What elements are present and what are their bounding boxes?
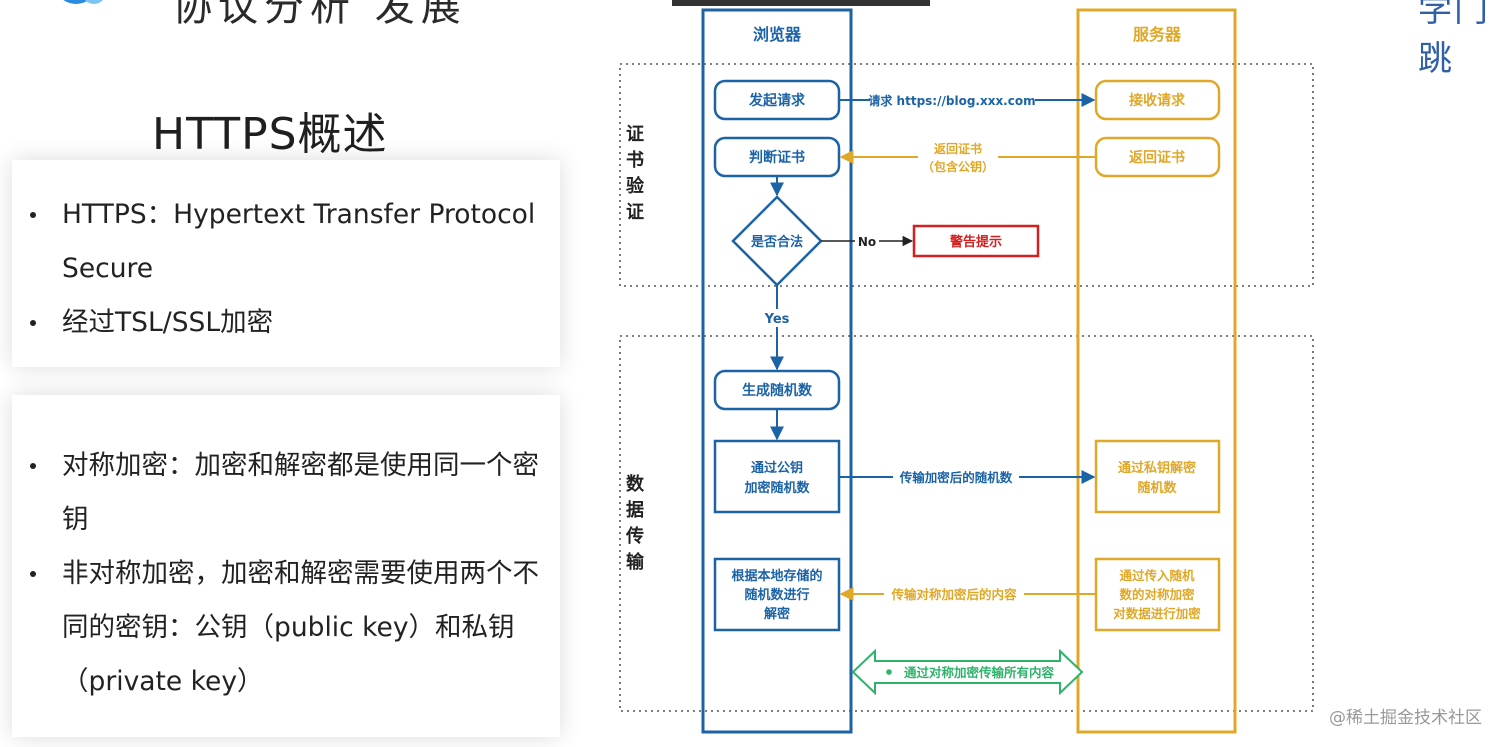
top-divider: [672, 0, 930, 6]
cert-section-label-4: 证: [626, 202, 644, 223]
node-decrypt-random: [1094, 439, 1221, 514]
edge-no-label-bg: [855, 233, 879, 249]
browser-lane: [701, 8, 853, 734]
node-judge-cert-label: 判断证书: [749, 149, 805, 166]
bullet-asymmetric: 非对称加密，加密和解密需要使用两个不同的密钥：公钥（public key）和私钥…: [30, 547, 546, 709]
node-encrypt-data-line3: 对数据进行加密: [1113, 606, 1201, 621]
node-decrypt-random-line2: 随机数: [1137, 480, 1177, 496]
node-decrypt-content-line3: 解密: [763, 606, 790, 622]
edge-return-cert-label-2: （包含公钥）: [922, 159, 994, 174]
edge-send-encrypted-random-label-bg: [893, 468, 1019, 486]
edge-return-cert-label-bg: [918, 140, 998, 176]
corner-title-fragment: 学门跳: [1418, 0, 1490, 79]
bullet-https-definition: HTTPS：Hypertext Transfer Protocol Secure: [30, 188, 546, 296]
node-encrypt-data-line2: 数的对称加密: [1118, 587, 1195, 602]
node-decrypt-content-line1: 根据本地存储的: [731, 568, 822, 584]
edge-yes-label: Yes: [764, 312, 790, 327]
https-definition-card: HTTPS：Hypertext Transfer Protocol Secure…: [12, 160, 560, 367]
watermark: @稀土掘金技术社区: [1329, 708, 1482, 728]
edge-no-label: No: [858, 235, 876, 249]
edge-yes-label-bg: [760, 309, 794, 327]
node-encrypt-random-line1: 通过公钥: [751, 460, 803, 476]
cert-section-box: [619, 63, 1314, 287]
node-is-valid-label: 是否合法: [750, 234, 803, 250]
cert-section-label-2: 书: [626, 150, 644, 171]
edge-send-encrypted-random-label: 传输加密后的随机数: [899, 470, 1013, 485]
bullet-tls-ssl: 经过TSL/SSL加密: [30, 296, 546, 350]
data-section-label-3: 传: [625, 525, 644, 547]
server-lane: [1076, 8, 1237, 734]
node-warning: [912, 224, 1040, 258]
server-lane-title: 服务器: [1133, 25, 1182, 44]
node-receive-request: [1094, 79, 1221, 121]
node-return-cert-label: 返回证书: [1129, 149, 1185, 166]
slide-title-fragment: 协议分析 发展: [172, 0, 467, 30]
data-section-label-4: 输: [626, 551, 645, 573]
node-receive-request-label: 接收请求: [1129, 92, 1186, 109]
edge-send-encrypted-content-label: 传输对称加密后的内容: [890, 587, 1017, 602]
data-section-label-1: 数: [626, 473, 645, 495]
logo-icon: [63, 0, 103, 4]
bullet-symmetric: 对称加密：加密和解密都是使用同一个密钥: [30, 439, 546, 547]
encryption-list: 对称加密：加密和解密都是使用同一个密钥 非对称加密，加密和解密需要使用两个不同的…: [12, 439, 560, 709]
node-decrypt-content: [713, 557, 841, 632]
node-decrypt-random-line1: 通过私钥解密: [1118, 460, 1196, 476]
node-decrypt-content-line2: 随机数进行: [744, 587, 809, 603]
encryption-types-card: 对称加密：加密和解密都是使用同一个密钥 非对称加密，加密和解密需要使用两个不同的…: [12, 395, 560, 737]
node-send-request-label: 发起请求: [748, 92, 806, 109]
symmetric-transfer-arrow: [851, 648, 1084, 696]
node-encrypt-data-line1: 通过传入随机: [1119, 568, 1195, 583]
node-gen-random-label: 生成随机数: [742, 382, 813, 399]
edge-return-cert-label-1: 返回证书: [934, 141, 982, 156]
edge-request-label-bg: [870, 91, 1035, 109]
data-section-label-2: 据: [626, 499, 644, 521]
symmetric-transfer-dot: [886, 669, 892, 675]
node-encrypt-random: [713, 439, 841, 514]
cert-section-label-3: 验: [626, 175, 645, 197]
section-title: HTTPS概述: [152, 109, 388, 160]
node-encrypt-random-line2: 加密随机数: [743, 480, 810, 496]
node-warning-label: 警告提示: [950, 234, 1002, 250]
definition-list: HTTPS：Hypertext Transfer Protocol Secure…: [12, 188, 560, 350]
edge-request-label: 请求 https://blog.xxx.com: [868, 93, 1035, 108]
cert-section-label-1: 证: [626, 124, 644, 145]
symmetric-transfer-label: 通过对称加密传输所有内容: [904, 665, 1055, 680]
browser-lane-title: 浏览器: [753, 25, 802, 44]
edge-send-encrypted-content-label-bg: [884, 585, 1024, 603]
